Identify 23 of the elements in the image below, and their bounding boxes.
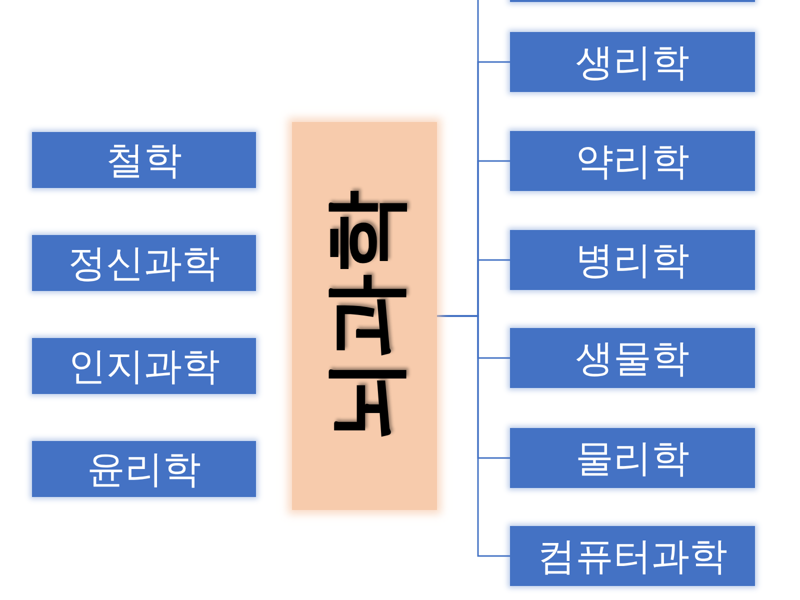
field-label: 인지과학 bbox=[68, 342, 220, 390]
field-box bbox=[510, 328, 755, 388]
connector-line bbox=[437, 315, 510, 557]
field-box bbox=[510, 230, 755, 290]
field-label: 병리학 bbox=[576, 236, 690, 284]
field-box bbox=[32, 441, 256, 497]
field-box bbox=[510, 131, 755, 191]
field-label: 윤리학 bbox=[87, 446, 201, 492]
field-box bbox=[510, 526, 755, 586]
field-label: 생리학 bbox=[576, 38, 690, 86]
field-box bbox=[32, 132, 256, 188]
field-label: 컴퓨터과학 bbox=[538, 532, 728, 580]
field-label: 약리학 bbox=[576, 138, 690, 184]
topic-box bbox=[292, 122, 437, 510]
field-label: 물리학 bbox=[576, 434, 690, 482]
field-label: 철학 bbox=[106, 136, 182, 184]
field-box bbox=[32, 338, 256, 394]
field-box bbox=[510, 32, 755, 92]
field-label: 정신과학 bbox=[68, 240, 220, 286]
field-box bbox=[510, 428, 755, 488]
field-label: 생물학 bbox=[576, 334, 690, 382]
field-box bbox=[32, 235, 256, 291]
topic-text: 뇌과학 bbox=[314, 190, 414, 442]
